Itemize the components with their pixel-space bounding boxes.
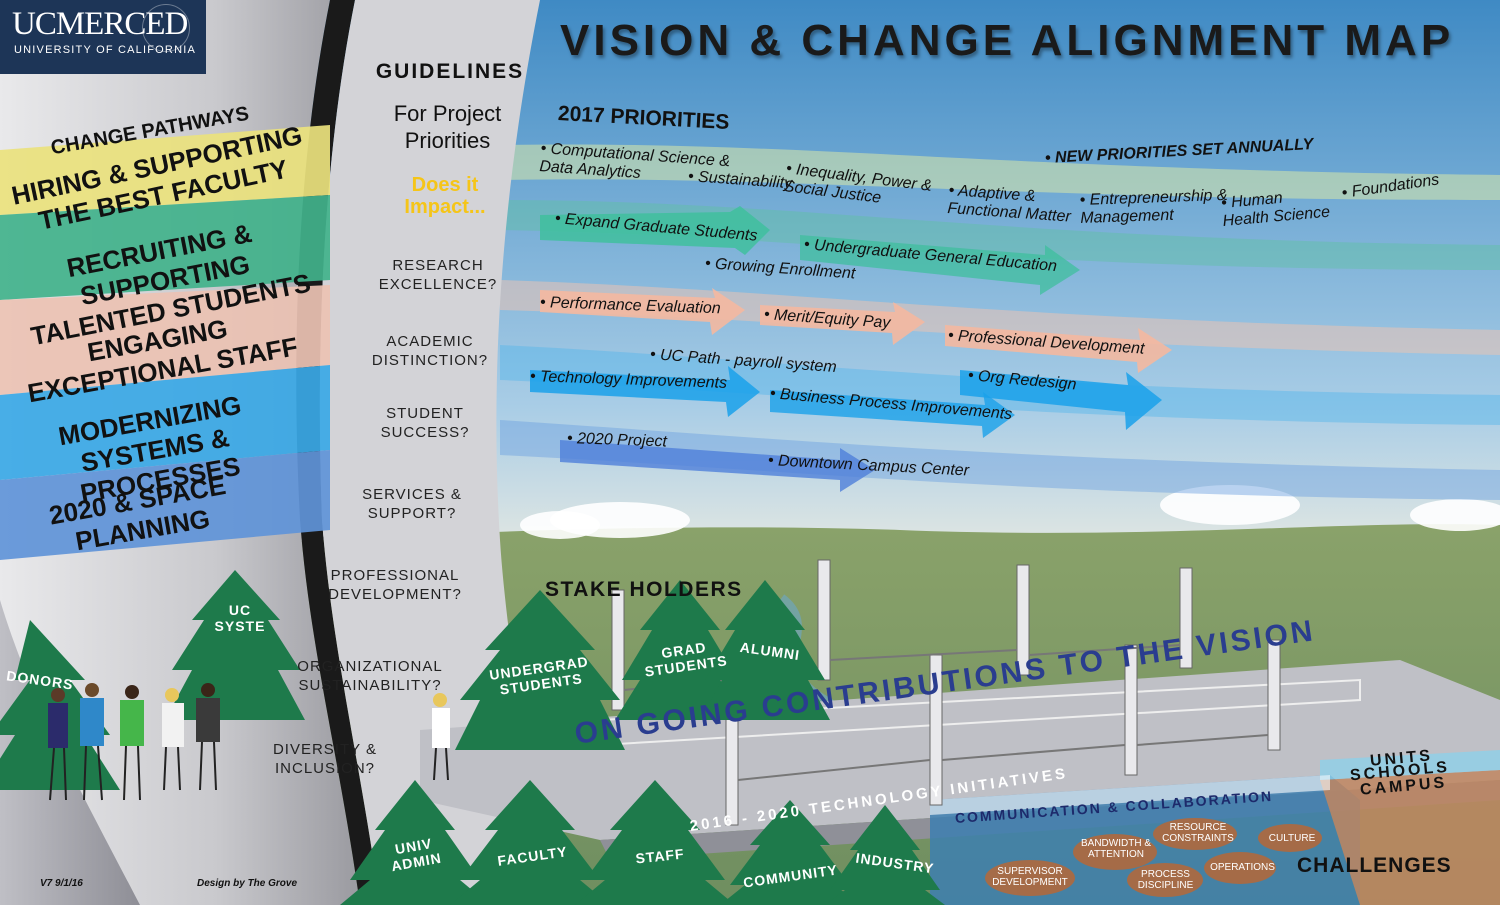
logo-subtitle: UNIVERSITY OF CALIFORNIA (14, 44, 197, 56)
guidelines-heading: GUIDELINES (375, 60, 525, 83)
challenge-culture: CULTURE (1268, 833, 1316, 844)
priority-entrepreneurship: • Entrepreneurship & Management (1079, 186, 1228, 227)
priority-2020-project: • 2020 Project (566, 430, 668, 451)
guideline-services: SERVICES & SUPPORT? (362, 486, 462, 522)
guidelines-subheading: For Project Priorities (393, 101, 502, 153)
guideline-academic: ACADEMIC DISTINCTION? (371, 333, 489, 369)
challenge-supervisor: SUPERVISOR DEVELOPMENT (992, 866, 1068, 888)
design-credit: Design by The Grove (197, 878, 298, 889)
version-label: V7 9/1/16 (40, 878, 83, 889)
guidelines-question: Does it Impact... (404, 174, 486, 218)
guideline-research: RESEARCH EXCELLENCE? (378, 257, 498, 293)
seal-icon (142, 4, 190, 52)
guideline-professional: PROFESSIONAL DEVELOPMENT? (328, 567, 462, 603)
ucmerced-logo: UCMERCED UNIVERSITY OF CALIFORNIA (0, 0, 206, 74)
guideline-diversity: DIVERSITY & INCLUSION? (272, 741, 378, 777)
challenges-heading: CHALLENGES (1297, 854, 1452, 877)
challenge-resources: RESOURCE CONSTRAINTS (1162, 822, 1234, 844)
challenge-process: PROCESS DISCIPLINE (1137, 869, 1194, 891)
guideline-student: STUDENT SUCCESS? (380, 405, 470, 441)
guideline-organizational: ORGANIZATIONAL SUSTAINABILITY? (297, 658, 443, 694)
stakeholders-heading: STAKE HOLDERS (545, 578, 743, 601)
logo-wordmark: UCMERCED (12, 6, 188, 42)
challenge-bandwidth: BANDWIDTH & ATTENTION (1081, 838, 1151, 860)
challenge-operations: OPERATIONS (1210, 862, 1275, 873)
page-title: VISION & CHANGE ALIGNMENT MAP (560, 16, 1455, 65)
stakeholder-uc-system: UC SYSTE (214, 602, 266, 634)
